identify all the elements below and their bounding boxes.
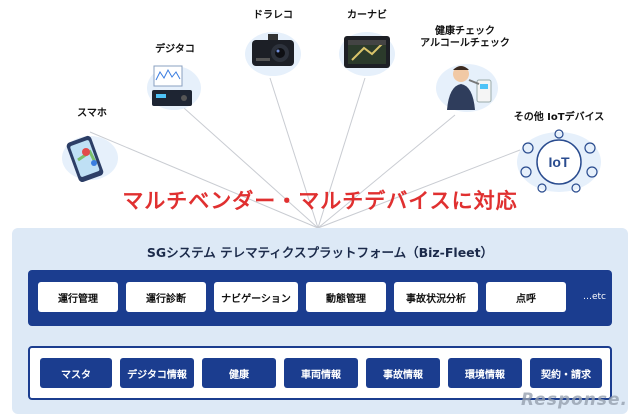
- data-item: 健康: [202, 358, 276, 388]
- service-item: 動態管理: [306, 282, 386, 312]
- smartphone-map-icon: [62, 135, 118, 182]
- car-navigation-icon: [339, 32, 395, 76]
- device-iot: その他 IoTデバイス IoT: [500, 112, 618, 198]
- services-more: …etc: [582, 292, 606, 302]
- service-item: 運行診断: [126, 282, 206, 312]
- device-digitaco: デジタコ: [140, 44, 210, 114]
- device-label: ドラレコ: [253, 10, 293, 21]
- service-item: 点呼: [486, 282, 566, 312]
- watermark-logo: Response.: [521, 390, 628, 410]
- device-dashcam: ドラレコ: [238, 10, 308, 80]
- data-item: デジタコ情報: [120, 358, 194, 388]
- device-smartphone: スマホ: [52, 108, 132, 188]
- health-alcohol-check-icon: [436, 64, 498, 112]
- dashcam-icon: [245, 32, 301, 76]
- data-item: 環境情報: [448, 358, 522, 388]
- service-item: ナビゲーション: [214, 282, 298, 312]
- platform-title: SGシステム テレマティクスプラットフォーム（Biz-Fleet）: [146, 245, 494, 260]
- device-carnavi: カーナビ: [332, 10, 402, 80]
- device-label: その他 IoTデバイス: [513, 112, 605, 123]
- service-item: 事故状況分析: [394, 282, 478, 312]
- iot-label: IoT: [549, 154, 570, 170]
- data-item: 契約・請求: [530, 358, 602, 388]
- headline: マルチベンダー・マルチデバイスに対応: [122, 189, 518, 213]
- device-label: カーナビ: [347, 10, 387, 21]
- device-label: スマホ: [77, 108, 107, 119]
- data-item: 車両情報: [284, 358, 358, 388]
- data-band: マスタ デジタコ情報 健康 車両情報 事故情報 環境情報 契約・請求: [28, 346, 612, 400]
- services-band: 運行管理 運行診断 ナビゲーション 動態管理 事故状況分析 点呼 …etc: [28, 270, 612, 326]
- platform-panel: SGシステム テレマティクスプラットフォーム（Biz-Fleet） 運行管理 運…: [12, 228, 628, 414]
- device-label: デジタコ: [155, 44, 195, 55]
- service-item: 運行管理: [38, 282, 118, 312]
- device-health-check: 健康チェック アルコールチェック: [415, 26, 515, 122]
- data-item: マスタ: [40, 358, 112, 388]
- data-item: 事故情報: [366, 358, 440, 388]
- digital-tachograph-icon: [147, 65, 201, 110]
- device-label-line2: アルコールチェック: [420, 38, 510, 49]
- device-label-line1: 健康チェック: [435, 26, 495, 37]
- iot-devices-icon: IoT: [517, 129, 601, 193]
